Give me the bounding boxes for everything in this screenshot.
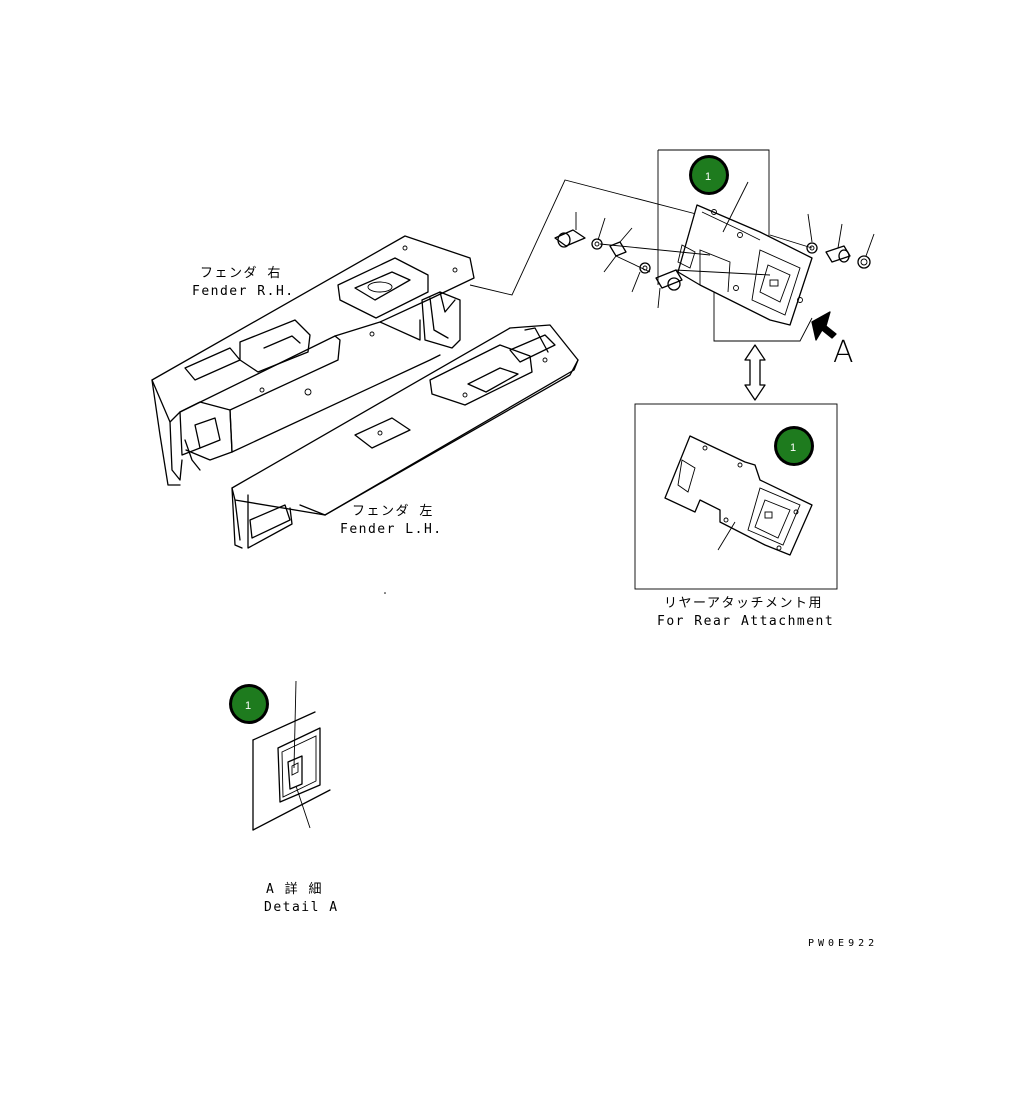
rear-attachment-label-en: For Rear Attachment [657,614,834,629]
marker-rear-fill [777,429,811,463]
fender-lh-label-jp: フェンダ 左 [352,504,434,519]
marker-detail-fill [232,687,266,721]
marker-rear: 1 [774,426,814,466]
rear-attachment-view [634,403,838,590]
marker-top: 1 [689,155,729,195]
fender-rh-label-jp: フェンダ 右 [200,266,282,281]
view-arrow-label: A [833,335,854,370]
marker-detail-number: 1 [245,700,251,712]
fender-lh-drawing [231,324,579,549]
detail-label-en: Detail A [264,900,339,915]
marker-top-number: 1 [705,171,711,183]
rear-attachment-label-jp: リヤーアタッチメント用 [664,596,823,611]
marker-rear-number: 1 [790,442,796,454]
fender-rh-label-en: Fender R.H. [192,284,295,299]
stray-dot [384,592,386,594]
marker-top-fill [692,158,726,192]
top-detail-view: A [554,149,875,370]
fender-lh-label-en: Fender L.H. [340,522,443,537]
detail-label-jp: A 詳 細 [266,881,323,897]
fender-rh-drawing [151,179,701,486]
double-arrow [744,344,766,401]
drawing-code: PW0E922 [808,938,878,949]
marker-detail: 1 [229,684,269,724]
detail-a-view [252,680,331,831]
